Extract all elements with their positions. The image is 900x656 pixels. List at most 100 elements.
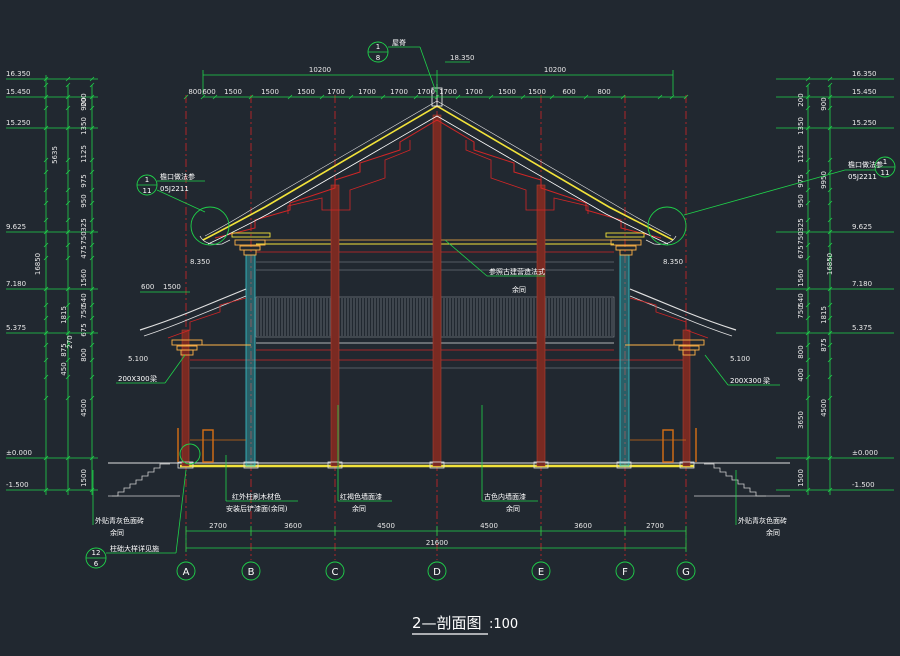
- vertical-dim-label: 9950: [820, 171, 828, 189]
- vertical-dim-label: 950: [80, 194, 88, 207]
- axis-bubble-e: E: [531, 561, 551, 581]
- left-tick: [43, 200, 49, 206]
- vertical-dim-label: 270: [66, 335, 74, 348]
- note-beam-right: 200X300: [730, 377, 762, 385]
- right-tick: [805, 217, 811, 223]
- top-tick: [380, 94, 386, 100]
- note-paint-mid: 红褐色墙面漆: [340, 492, 382, 501]
- callout-base-label: 柱础大样详见施: [110, 544, 159, 553]
- elev-5100-right: 5.100: [730, 355, 750, 363]
- right-tick: [827, 82, 833, 88]
- left-tick: [89, 169, 95, 175]
- left-tick: [89, 395, 95, 401]
- top-dim-label: 1700: [327, 88, 345, 96]
- top-tick: [488, 94, 494, 100]
- right-tick: [805, 200, 811, 206]
- top-tick: [212, 94, 218, 100]
- top-tick: [620, 94, 626, 100]
- note-ext-left: 外贴青灰色面砖: [95, 516, 144, 525]
- left-tick: [89, 125, 95, 131]
- column-b: [245, 254, 256, 467]
- left-tick: [43, 125, 49, 131]
- right-tick: [827, 229, 833, 235]
- callout-eave-right-ref: 05J2211: [848, 173, 877, 181]
- top-dim-label: 1700: [390, 88, 408, 96]
- vertical-dim-label: 750: [80, 305, 88, 318]
- top-tick: [583, 94, 589, 100]
- callout-eave-left: 1 11 檐口做法参 05J2211: [136, 172, 230, 246]
- note-ext-right: 外贴青灰色面砖: [738, 516, 787, 525]
- left-tick: [65, 342, 71, 348]
- note-beam-right-label: 梁: [763, 376, 770, 385]
- left-tick: [65, 217, 71, 223]
- top-tick: [683, 94, 689, 100]
- right-tick: [805, 487, 811, 493]
- lower-roofs: [139, 288, 737, 346]
- left-vertical-dimensions: [6, 75, 98, 495]
- left-tick: [89, 302, 95, 308]
- vertical-dim-label: 450: [60, 362, 68, 375]
- vertical-dim-label: 675: [797, 245, 805, 258]
- axis-label-c: C: [332, 567, 339, 578]
- left-dimension-ticks: [43, 76, 95, 493]
- top-tick: [669, 94, 675, 100]
- left-tick: [65, 187, 71, 193]
- right-tick: [827, 286, 833, 292]
- right-tick: [805, 286, 811, 292]
- left-elevation-labels: 16.350 15.450 15.250 9.625 7.180 5.375 ±…: [6, 70, 32, 489]
- note-ext-left-sub: 余同: [110, 528, 124, 537]
- right-tick: [805, 82, 811, 88]
- dim-half-left: 10200: [309, 66, 331, 74]
- column-e: [536, 184, 546, 467]
- vertical-dim-label: 5635: [51, 146, 59, 164]
- left-tick: [43, 374, 49, 380]
- right-tick: [827, 315, 833, 321]
- right-tick: [805, 76, 811, 82]
- right-tick: [805, 330, 811, 336]
- right-tick: [827, 330, 833, 336]
- column-d: [432, 114, 442, 467]
- left-tick: [65, 242, 71, 248]
- right-tick: [827, 455, 833, 461]
- drawing-scale: :100: [489, 617, 518, 632]
- vertical-dim-label: 800: [797, 345, 805, 358]
- left-tick: [43, 330, 49, 336]
- right-tick: [827, 157, 833, 163]
- vertical-dim-label: 975: [797, 174, 805, 187]
- top-dim-label: 1700: [465, 88, 483, 96]
- left-tick: [43, 286, 49, 292]
- vertical-dim-label: 900: [80, 97, 88, 110]
- elev-0000-right: ±0.000: [852, 449, 878, 457]
- axis-bubble-f: F: [615, 561, 635, 581]
- top-dim-label: 800: [188, 88, 201, 96]
- elev-15450-left: 15.450: [6, 88, 31, 96]
- dim-bottom-4: 4500: [480, 522, 498, 530]
- callout-base-top: 12: [92, 549, 101, 557]
- vertical-dim-label: 1125: [80, 145, 88, 163]
- top-dim-label: 1700: [417, 88, 435, 96]
- dim-bottom-2: 3600: [284, 522, 302, 530]
- left-tick: [89, 82, 95, 88]
- left-tick: [89, 286, 95, 292]
- drawing-title: 2—剖面图: [412, 614, 482, 632]
- left-tick: [65, 169, 71, 175]
- left-tick: [43, 157, 49, 163]
- left-tick: [89, 105, 95, 111]
- vertical-dim-label: 800: [80, 348, 88, 361]
- elev-7180-left: 7.180: [6, 280, 26, 288]
- left-tick: [65, 315, 71, 321]
- left-tick: [65, 229, 71, 235]
- axis-bubble-c: C: [325, 561, 345, 581]
- left-tick: [65, 374, 71, 380]
- left-tick: [89, 94, 95, 100]
- left-tick: [89, 455, 95, 461]
- callout-eave-right-bottom: 11: [881, 169, 890, 177]
- top-dim-label: 600: [562, 88, 575, 96]
- right-tick: [805, 157, 811, 163]
- axis-label-g: G: [682, 567, 690, 578]
- vertical-dim-label: 975: [80, 174, 88, 187]
- elev-5100-left: 5.100: [128, 355, 148, 363]
- elev-1500-right: -1.500: [852, 481, 875, 489]
- vertical-dim-label: 475: [80, 245, 88, 258]
